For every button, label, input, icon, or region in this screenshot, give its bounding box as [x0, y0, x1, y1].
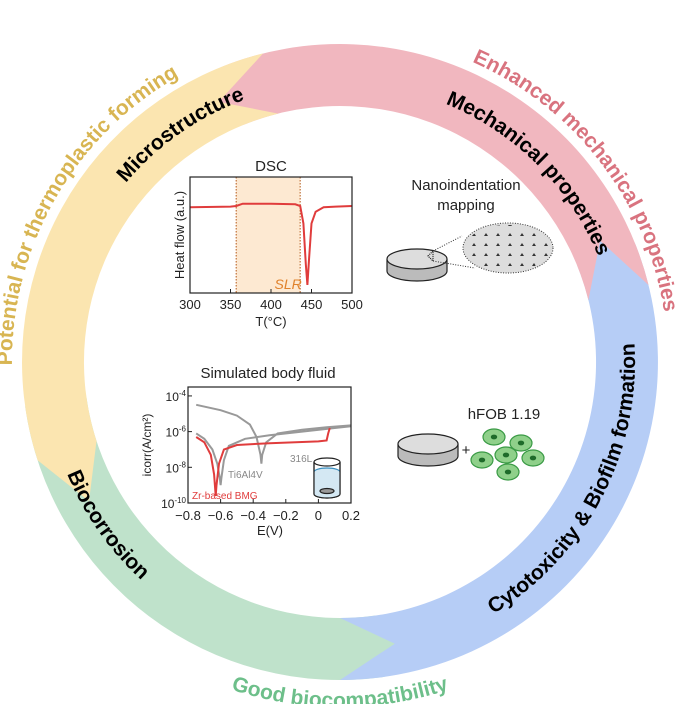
nanoindentation-label-line1: Nanoindentation — [411, 177, 520, 194]
polarization-y-tick-label: 10-8 — [166, 460, 187, 475]
dsc-x-tick-label: 300 — [179, 297, 201, 312]
dsc-curve — [189, 202, 353, 285]
dsc-x-tick-label: 450 — [301, 297, 323, 312]
slr-label: SLR — [275, 276, 302, 292]
curve-zr-based-bmg — [195, 427, 331, 496]
polarization-x-tick-label: −0.2 — [273, 508, 299, 523]
cycle-ring — [22, 44, 658, 681]
polarization-title: Simulated body fluid — [200, 365, 335, 382]
polarization-chart: Simulated body fluid −0.8 −0.6 −0.4 −0.2 0 0.… — [140, 365, 360, 538]
polarization-x-tick-label: −0.4 — [240, 508, 266, 523]
dsc-ylabel: Heat flow (a.u.) — [172, 191, 187, 279]
cell-line-label: hFOB 1.19 — [468, 406, 541, 423]
polarization-x-tick-label: 0 — [315, 508, 322, 523]
polarization-y-tick-label: 10-10 — [161, 496, 186, 511]
cell-nucleus-icon — [502, 452, 510, 458]
polarization-x-tick-label: −0.6 — [208, 508, 234, 523]
sample-disk-icon — [386, 248, 448, 282]
polarization-x-tick-label: 0.2 — [342, 508, 360, 523]
polarization-y-tick-label: 10-4 — [166, 389, 187, 404]
cell-nucleus-icon — [478, 457, 486, 463]
beaker-icon — [313, 457, 341, 499]
nanoindentation-map-icon — [432, 222, 554, 274]
polarization-xlabel: E(V) — [257, 523, 283, 538]
dsc-chart: DSC SLR 300 350 400 450 500 T(°C) Heat flow … — [172, 158, 363, 329]
polarization-x-tick-label: −0.8 — [175, 508, 201, 523]
ring-segment-cytotoxicity — [340, 205, 658, 680]
slr-region — [236, 177, 301, 293]
series-label-zr-bmg: Zr-based BMG — [192, 491, 258, 502]
dsc-x-tick-label: 350 — [220, 297, 242, 312]
dsc-x-tick-label: 500 — [341, 297, 363, 312]
series-label-316l: 316L — [290, 454, 313, 465]
ring-segment-microstructure — [22, 53, 279, 502]
polarization-y-tick-label: 10-6 — [166, 425, 187, 440]
sample-disk-icon — [397, 433, 459, 467]
polarization-ylabel: icorr(A/cm²) — [140, 414, 154, 477]
cell-nucleus-icon — [517, 440, 525, 446]
dsc-title: DSC — [255, 158, 287, 175]
dsc-x-tick-label: 400 — [260, 297, 282, 312]
curve-ti6al4v — [195, 425, 352, 486]
cells-icon — [470, 428, 545, 481]
polarization-plot-frame — [187, 386, 352, 504]
cell-nucleus-icon — [529, 455, 537, 461]
dsc-xlabel: T(°C) — [255, 314, 286, 329]
series-label-ti6al4v: Ti6Al4V — [228, 470, 263, 481]
curve-316l — [195, 403, 352, 464]
ring-segment-mechanical — [183, 44, 649, 301]
plus-sign: + — [462, 442, 471, 459]
cell-nucleus-icon — [490, 434, 498, 440]
cell-nucleus-icon — [504, 469, 512, 475]
nanoindentation-label-line2: mapping — [437, 197, 495, 214]
